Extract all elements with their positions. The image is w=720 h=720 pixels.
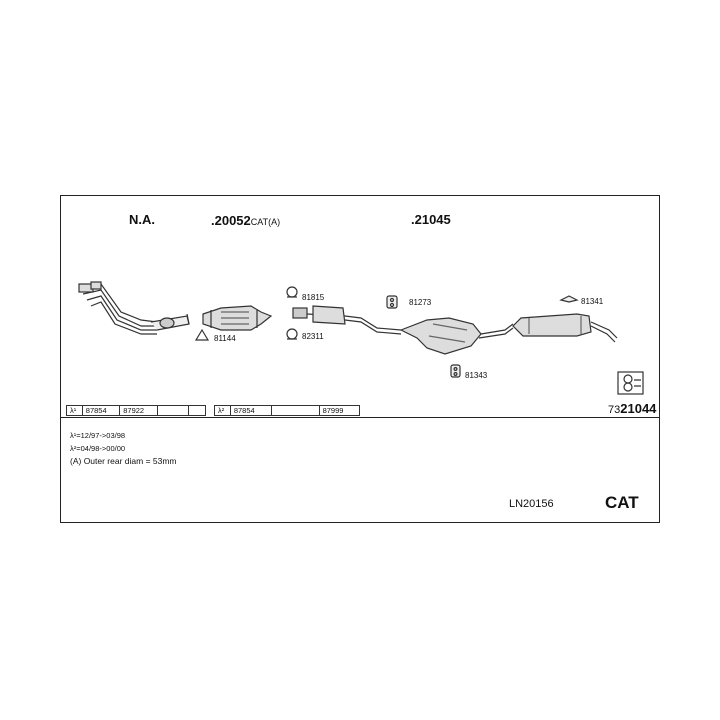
lambda2-cell-3: 87999 — [322, 406, 344, 415]
lambda1-cell-3 — [158, 406, 190, 415]
diagram-id-number: 21044 — [620, 401, 657, 416]
lambda1-cell-4 — [189, 406, 205, 415]
lambda2-cell-2 — [272, 406, 320, 415]
lambda2-cell-1: 87854 — [231, 406, 273, 415]
footer-type: CAT — [605, 493, 639, 512]
mount-81341 — [559, 295, 579, 303]
front-pipe — [150, 313, 190, 331]
diagram-frame: N.A. .20052CAT(A) .21045 — [60, 195, 660, 523]
part-81815-label: 81815 — [302, 293, 325, 302]
lambda1-symbol: λ¹ — [67, 406, 83, 415]
clamp-81144 — [194, 328, 210, 341]
clamp-82311 — [286, 328, 298, 340]
lambda1-cell-2: 87922 — [120, 406, 158, 415]
note-lambda2: λ²=04/98->00/00 — [70, 444, 126, 453]
diagram-id: 7321044 — [608, 400, 656, 418]
exhaust-manifold — [78, 281, 158, 335]
note-outer-diam: (A) Outer rear diam = 53mm — [70, 456, 177, 466]
lambda2-row: λ² 87854 87999 — [214, 405, 360, 416]
center-muffler — [399, 317, 514, 355]
clamp-81815 — [286, 286, 298, 298]
mount-81343 — [450, 364, 461, 378]
gasket-icon — [617, 371, 644, 395]
exhaust-diagram — [78, 281, 644, 395]
note-lambda1: λ¹=12/97->03/98 — [70, 431, 126, 440]
mount-81273 — [386, 295, 398, 309]
na-label: N.A. — [129, 212, 155, 227]
lambda2-symbol: λ² — [215, 406, 231, 415]
part-81273-label: 81273 — [409, 298, 432, 307]
separator-line — [61, 417, 659, 418]
part-20052-suffix: CAT(A) — [250, 217, 281, 227]
footer-code: LN20156 — [509, 498, 554, 510]
intermediate-pipe — [292, 305, 402, 335]
part-81343-label: 81343 — [465, 371, 488, 380]
part-81144-label: 81144 — [214, 334, 236, 343]
catalytic-converter — [202, 305, 273, 331]
lambda1-cell-1: 87854 — [83, 406, 121, 415]
part-label-21045: .21045 — [411, 212, 451, 227]
part-label-20052: .20052CAT(A) — [211, 212, 280, 230]
part-82311-label: 82311 — [302, 332, 324, 341]
lambda1-row: λ¹ 87854 87922 — [66, 405, 206, 416]
part-20052-number: .20052 — [211, 213, 251, 228]
part-81341-label: 81341 — [581, 297, 604, 306]
diagram-id-prefix: 73 — [608, 404, 621, 416]
rear-muffler — [512, 313, 618, 343]
